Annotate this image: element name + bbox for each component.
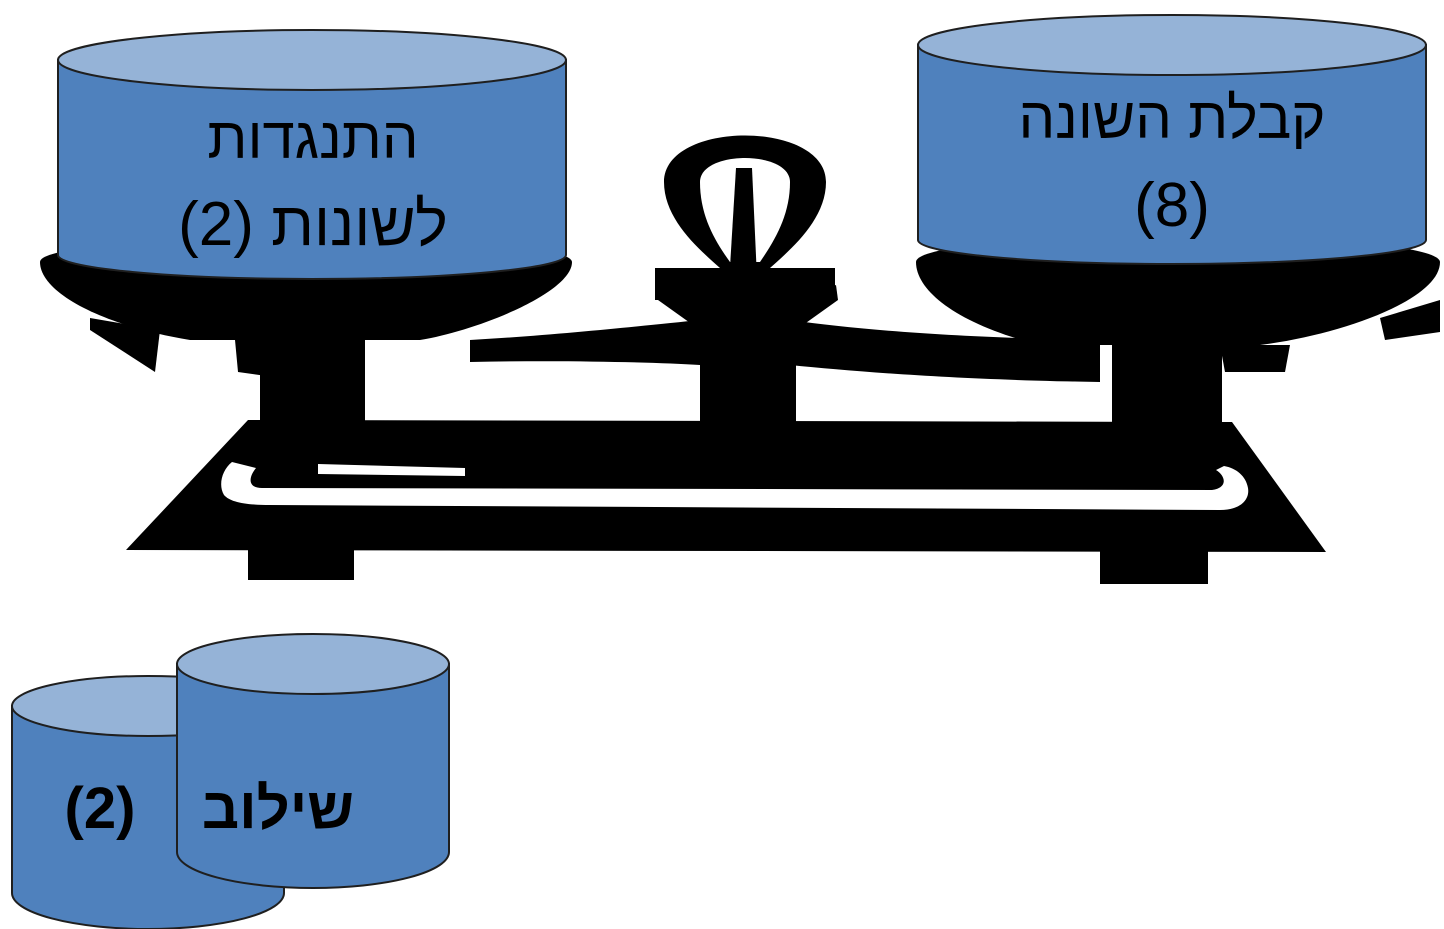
bottom-weight-label: שילוב xyxy=(202,776,354,841)
base-slot xyxy=(221,462,1249,510)
base-slot-small xyxy=(318,464,465,476)
front-weight-cylinder xyxy=(176,633,450,889)
left-pan-label-line2: לשונות (2) xyxy=(178,190,448,259)
left-pan-label-line1: התנגדות xyxy=(207,106,419,171)
scale-pointer xyxy=(728,168,758,300)
right-weight-cylinder xyxy=(917,14,1427,265)
left-weight-cylinder xyxy=(57,29,567,280)
balance-scale-icon xyxy=(40,135,1440,584)
right-pan-label-line2: (8) xyxy=(1134,171,1210,240)
bottom-weight-count: (2) xyxy=(64,776,136,841)
right-pan-label-line1: קבלת השונה xyxy=(1018,86,1326,151)
